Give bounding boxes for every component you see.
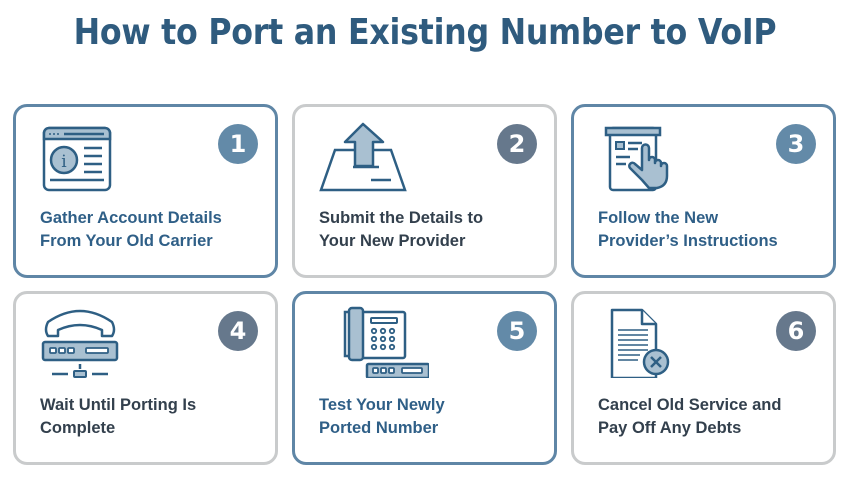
step-card-4: 4 Wait Until Porting Is Complete [13, 291, 278, 465]
phone-network-icon [41, 309, 119, 378]
step-number-badge: 2 [497, 124, 537, 164]
step-number-badge: 5 [497, 311, 537, 351]
browser-info-icon: i [42, 126, 112, 192]
svg-text:i: i [61, 152, 67, 172]
step-number-badge: 1 [218, 124, 258, 164]
desk-phone-icon [343, 306, 429, 378]
step-number-badge: 6 [776, 311, 816, 351]
step-label: Cancel Old Service and Pay Off Any Debts [598, 396, 782, 437]
upload-document-icon [319, 122, 407, 192]
step-card-1: i 1 Gather Account Details From Your Old… [13, 104, 278, 278]
step-card-6: 6 Cancel Old Service and Pay Off Any Deb… [571, 291, 836, 465]
step-card-3: 3 Follow the New Provider’s Instructions [571, 104, 836, 278]
step-label: Submit the Details to Your New Provider [319, 209, 484, 250]
step-card-2: 2 Submit the Details to Your New Provide… [292, 104, 557, 278]
step-label: Wait Until Porting Is Complete [40, 396, 197, 437]
step-number-badge: 3 [776, 124, 816, 164]
page-title: How to Port an Existing Number to VoIP [73, 12, 777, 53]
step-label: Follow the New Provider’s Instructions [598, 209, 778, 250]
cancel-document-icon [610, 308, 670, 378]
step-label: Test Your Newly Ported Number [319, 396, 445, 437]
step-label: Gather Account Details From Your Old Car… [40, 209, 222, 250]
document-pointer-icon [604, 126, 669, 192]
step-card-5: 5 Test Your Newly Ported Number [292, 291, 557, 465]
step-number-badge: 4 [218, 311, 258, 351]
